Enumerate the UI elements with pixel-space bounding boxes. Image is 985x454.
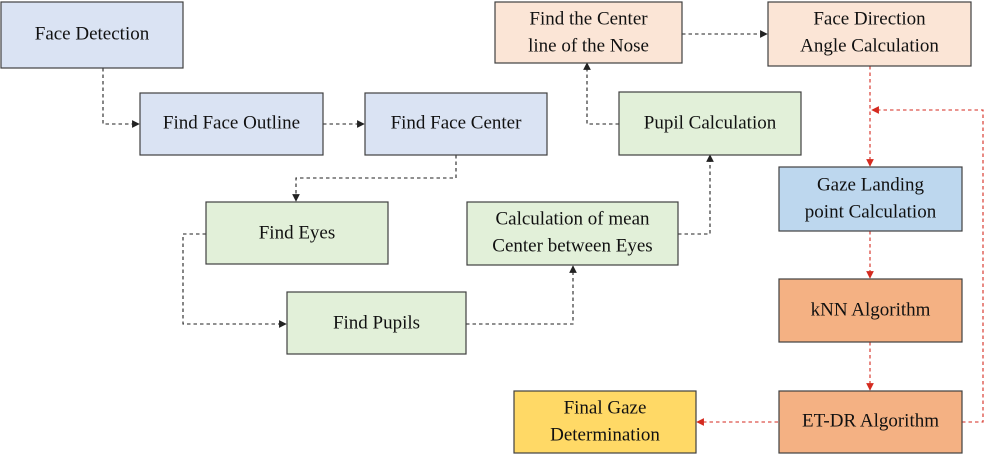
node-mean-center: Calculation of mean Center between Eyes [466,201,679,266]
edge-face-detection-to-face-outline [102,68,140,128]
node-find-eyes-label: Find Eyes [259,222,336,243]
node-mean-center-line1: Calculation of mean [495,208,650,229]
node-gaze-landing-line1: Gaze Landing [817,174,925,195]
node-find-face-outline-label: Find Face Outline [163,112,300,133]
node-find-pupils-label: Find Pupils [333,312,420,333]
node-gaze-landing-line2: point Calculation [805,201,937,222]
node-final-gaze-line2: Determination [550,424,660,445]
node-pupil-calculation: Pupil Calculation [618,91,802,156]
node-find-pupils: Find Pupils [286,291,467,355]
node-nose-center-line: Find the Center line of the Nose [494,1,683,64]
node-et-dr-label: ET-DR Algorithm [802,410,939,431]
node-face-direction-line2: Angle Calculation [800,35,939,56]
node-knn: kNN Algorithm [778,278,963,343]
node-gaze-landing: Gaze Landing point Calculation [778,166,963,232]
node-find-face-outline: Find Face Outline [139,92,324,156]
node-face-detection: Face Detection [0,1,184,69]
node-face-direction: Face Direction Angle Calculation [767,1,972,67]
node-final-gaze-line1: Final Gaze [564,397,647,418]
node-et-dr: ET-DR Algorithm [778,390,963,454]
edge-find-pupils-to-mean-center [466,265,577,325]
edge-pupil-calculation-to-nose-center [583,62,619,125]
node-find-face-center-label: Find Face Center [391,112,523,133]
edge-find-eyes-to-find-pupils [182,233,287,328]
node-final-gaze: Final Gaze Determination [513,390,697,454]
node-knn-label: kNN Algorithm [811,299,931,320]
node-find-eyes: Find Eyes [205,201,389,265]
edge-et-dr-feedback-loop [871,106,984,423]
node-mean-center-line2: Center between Eyes [492,235,652,256]
node-find-face-center: Find Face Center [364,92,548,156]
node-face-detection-label: Face Detection [35,23,150,44]
node-pupil-calculation-label: Pupil Calculation [644,112,777,133]
edge-mean-center-to-pupil-calculation [678,154,714,235]
node-nose-center-line2: line of the Nose [528,35,649,56]
node-nose-center-line1: Find the Center [529,8,648,29]
node-face-direction-line1: Face Direction [813,8,926,29]
edge-face-center-to-find-eyes [292,155,457,202]
